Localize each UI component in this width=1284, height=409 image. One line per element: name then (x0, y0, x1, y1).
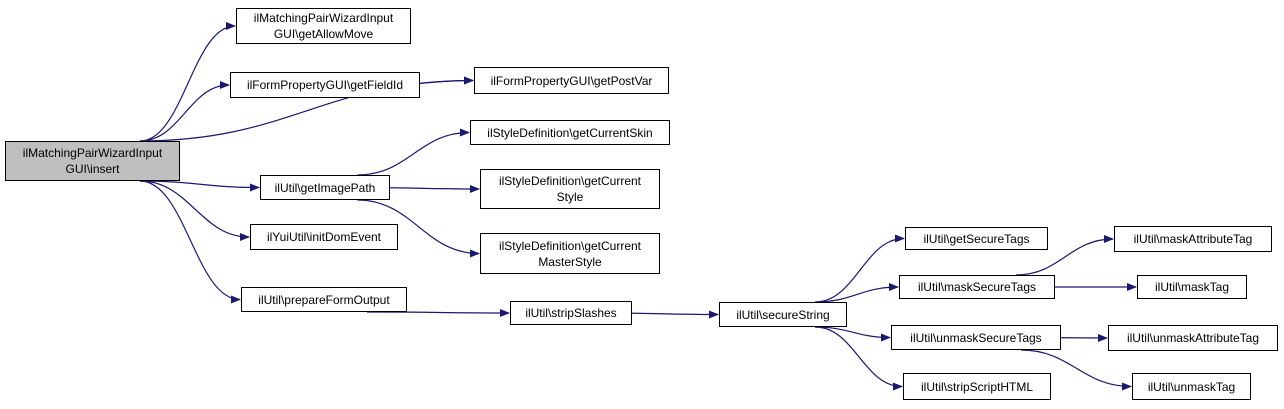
node-label-line: ilUtil\maskAttributeTag (1133, 232, 1253, 246)
node-label-line: ilUtil\unmaskTag (1147, 379, 1236, 394)
node-label-line: ilMatchingPairWizardInput (22, 146, 163, 160)
edge-get_image_path-to-get_current_skin (357, 128, 470, 176)
edge-prepare_form_output-to-strip_slashes (366, 308, 510, 317)
node-get-current-skin[interactable]: ilStyleDefinition\getCurrentSkin (470, 120, 670, 145)
edge-root-to-get_allow_move (139, 22, 236, 142)
node-label-line: ilFormPropertyGUI\getPostVar (490, 73, 653, 88)
node-get-post-var[interactable]: ilFormPropertyGUI\getPostVar (474, 67, 669, 94)
edge-mask_secure_tags-to-mask_attribute_tag (1015, 235, 1114, 276)
node-label-line: ilUtil\prepareFormOutput (258, 292, 390, 307)
node-label-line: ilMatchingPairWizardInput (253, 11, 394, 25)
node-get-field-id[interactable]: ilFormPropertyGUI\getFieldId (230, 72, 420, 98)
node-mask-secure-tags[interactable]: ilUtil\maskSecureTags (899, 275, 1055, 299)
node-label-line: ilUtil\getSecureTags (923, 231, 1030, 246)
edge-root-to-get_image_path (139, 180, 260, 192)
node-mask-attribute-tag[interactable]: ilUtil\maskAttributeTag (1114, 226, 1272, 252)
node-label-line: ilFormPropertyGUI\getFieldId (246, 78, 404, 92)
node-label-line: ilStyleDefinition\getCurrent (498, 174, 642, 188)
node-label-line: ilUtil\maskSecureTags (917, 280, 1037, 294)
node-label-line: Style (556, 190, 584, 204)
node-label-line: ilUtil\unmaskAttributeTag (1126, 331, 1260, 345)
node-strip-slashes[interactable]: ilUtil\stripSlashes (510, 301, 632, 325)
node-mask-tag[interactable]: ilUtil\maskTag (1137, 275, 1247, 299)
node-label-line: GUI\getAllowMove (273, 27, 374, 41)
edge-secure_string-to-strip_script_html (814, 326, 903, 391)
node-get-current-master-style[interactable]: ilStyleDefinition\getCurrent MasterStyle (480, 233, 660, 274)
edge-unmask_secure_tags-to-unmask_tag (1020, 349, 1132, 391)
node-secure-string[interactable]: ilUtil\secureString (719, 302, 847, 327)
edge-root-to-init_dom_event (139, 180, 250, 241)
node-label-line: ilStyleDefinition\getCurrentSkin (487, 125, 653, 140)
node-strip-script-html[interactable]: ilUtil\stripScriptHTML (903, 373, 1051, 400)
node-label-line: ilYuiUtil\initDomEvent (266, 230, 382, 244)
edge-secure_string-to-unmask_secure_tags (814, 326, 891, 342)
node-label-line: ilUtil\maskTag (1154, 280, 1229, 294)
node-label-line: MasterStyle (538, 254, 602, 269)
edge-root-to-get_field_id (139, 81, 230, 142)
node-unmask-attribute-tag[interactable]: ilUtil\unmaskAttributeTag (1108, 325, 1278, 351)
node-label-line: ilUtil\stripScriptHTML (920, 379, 1033, 394)
node-init-dom-event[interactable]: ilYuiUtil\initDomEvent (250, 224, 398, 250)
node-get-secure-tags[interactable]: ilUtil\getSecureTags (905, 227, 1048, 250)
node-prepare-form-output[interactable]: ilUtil\prepareFormOutput (241, 287, 407, 312)
node-label-line: ilUtil\getImagePath (274, 180, 376, 195)
node-label-line: GUI\insert (65, 162, 120, 176)
edge-root-to-prepare_form_output (139, 180, 241, 304)
node-unmask-secure-tags[interactable]: ilUtil\unmaskSecureTags (891, 325, 1061, 350)
node-get-current-style[interactable]: ilStyleDefinition\getCurrent Style (480, 169, 660, 209)
edge-secure_string-to-get_secure_tags (814, 234, 905, 303)
node-root-insert: ilMatchingPairWizardInput GUI\insert (5, 141, 180, 181)
node-label-line: ilUtil\stripSlashes (525, 306, 617, 320)
edge-get_image_path-to-get_current_master_style (357, 199, 480, 258)
node-get-image-path[interactable]: ilUtil\getImagePath (260, 175, 390, 200)
node-label-line: ilUtil\unmaskSecureTags (910, 330, 1042, 345)
node-label-line: ilUtil\secureString (736, 307, 830, 322)
node-label-line: ilStyleDefinition\getCurrent (498, 238, 642, 253)
node-unmask-tag[interactable]: ilUtil\unmaskTag (1132, 373, 1251, 400)
node-get-allow-move[interactable]: ilMatchingPairWizardInput GUI\getAllowMo… (236, 8, 411, 44)
edge-secure_string-to-mask_secure_tags (814, 283, 899, 303)
